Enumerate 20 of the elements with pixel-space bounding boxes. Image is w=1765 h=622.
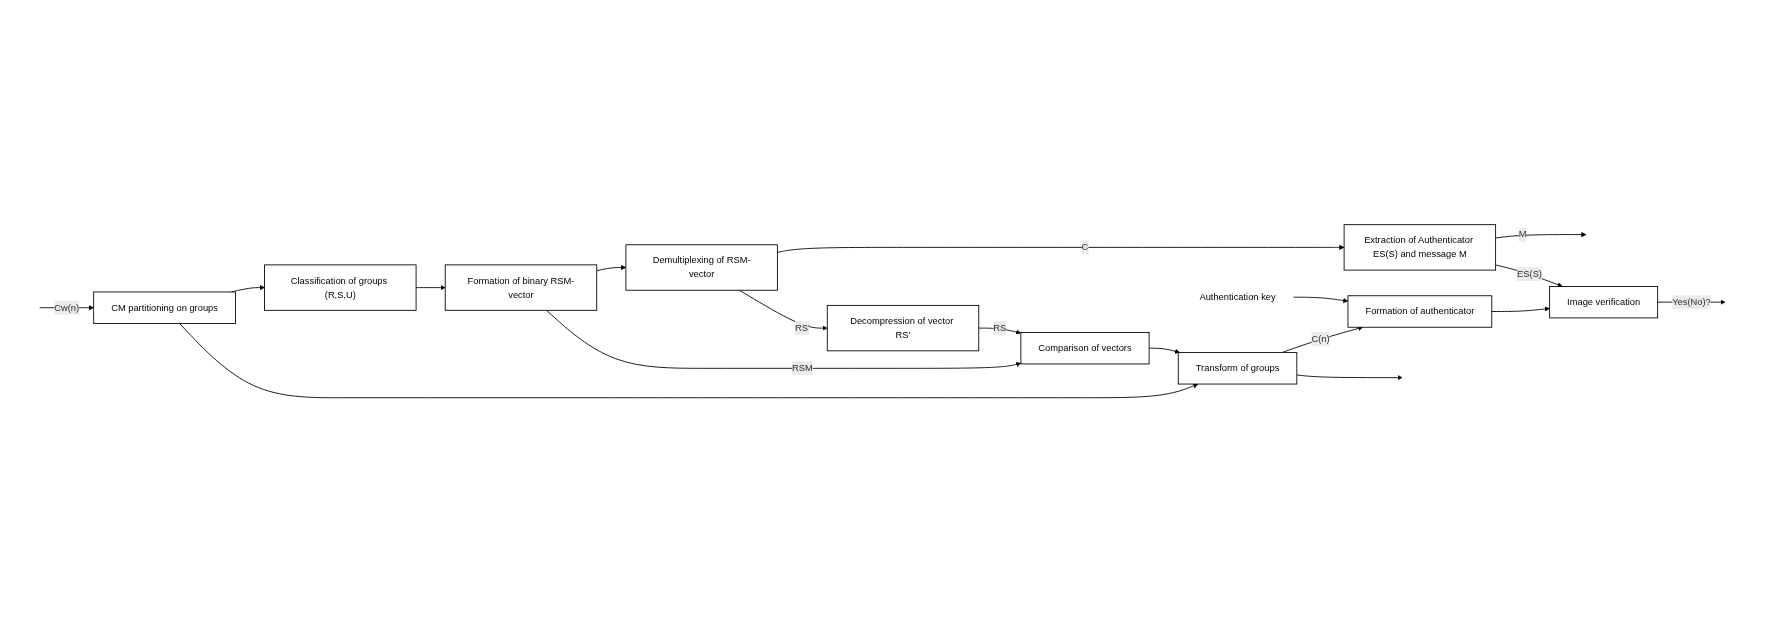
edge-label: RSM [791,362,813,373]
node-box: Formation of binary RSM-vector [444,264,598,311]
node-box: Formation of authenticator [1347,295,1493,328]
node-box: Decompression of vector RS’ [826,304,980,352]
edge-label: M [1518,229,1527,240]
edge-label: Cw(n) [54,302,80,313]
edge-label: C(n) [1311,333,1330,344]
edge-label: C [1081,241,1089,252]
node-box: Transform of groups [1177,351,1298,385]
node-box: Extraction of Authenticator ES(S) and message M [1343,224,1497,271]
node-box: Classification of groups (R,S,U) [264,264,417,311]
edge-label: ES(S) [1517,268,1542,279]
node-box: CM partitioning on groups [93,291,236,324]
node-box: Comparison of vectors [1020,331,1150,365]
node-text: Authentication key [1199,291,1276,302]
node-box: Image verification [1549,285,1659,319]
edge-label: RS' [794,322,810,333]
node-box: Demultiplexing of RSM-vector [625,244,778,291]
edge-label: Yes(No)? [1672,296,1711,307]
edge-label: RS [993,322,1007,333]
